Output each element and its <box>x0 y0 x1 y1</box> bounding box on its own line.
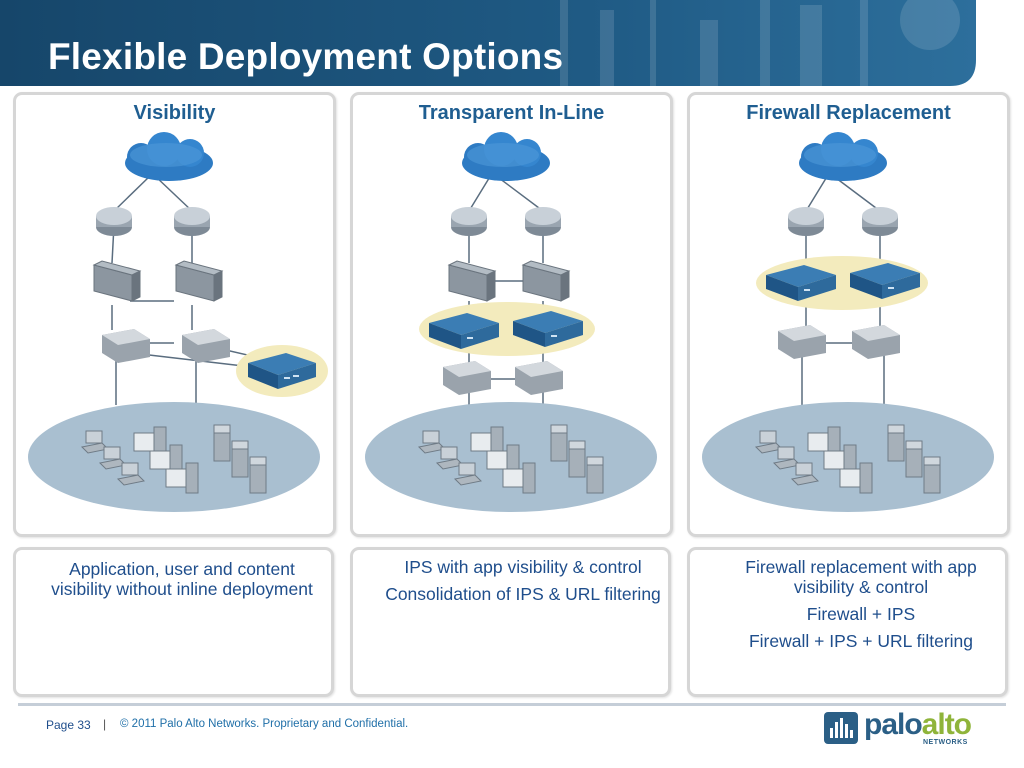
server-icon <box>568 440 586 478</box>
router-icon <box>862 207 898 236</box>
footer-divider <box>18 703 1006 706</box>
router-icon <box>451 207 487 236</box>
router-icon <box>788 207 824 236</box>
header-background <box>0 0 976 86</box>
switch-icon <box>515 361 563 395</box>
palo-alto-networks-logo: paloalto NETWORKS <box>824 708 984 752</box>
desktop-pc-icon <box>133 426 167 458</box>
server-icon <box>586 456 604 494</box>
legacy-firewall-icon <box>447 260 497 302</box>
desktop-pc-icon <box>149 444 183 476</box>
server-icon <box>550 424 568 462</box>
visibility-network-diagram <box>28 132 328 512</box>
router-icon <box>96 207 132 236</box>
description-line: Application, user and content visibility… <box>51 559 313 599</box>
laptop-icon <box>116 462 146 486</box>
logo-word-palo: palo <box>864 708 923 741</box>
server-icon <box>231 440 249 478</box>
page-title: Flexible Deployment Options <box>48 36 564 77</box>
firewall-replacement-description: Firewall replacement with app visibility… <box>716 557 1006 658</box>
legacy-firewall-icon <box>521 260 571 302</box>
firewall-replacement-description-panel: Firewall replacement with app visibility… <box>687 547 1008 697</box>
laptop-icon <box>754 430 784 454</box>
switch-icon <box>443 361 491 395</box>
panel-title-transparent-inline: Transparent In-Line <box>418 102 605 124</box>
visibility-description: Application, user and content visibility… <box>50 559 314 606</box>
internet-cloud-icon <box>799 132 887 181</box>
router-icon <box>525 207 561 236</box>
internet-cloud-icon <box>462 132 550 181</box>
visibility-diagram-panel: Visibility <box>13 92 336 537</box>
legacy-firewall-icon <box>92 260 142 302</box>
firewall-replacement-network-diagram <box>702 132 994 512</box>
desktop-pc-icon <box>470 426 504 458</box>
visibility-description-panel: Application, user and content visibility… <box>13 547 334 697</box>
slide-header: Flexible Deployment Options <box>0 0 1024 90</box>
laptop-icon <box>417 430 447 454</box>
logo-tagline: NETWORKS <box>923 739 968 746</box>
panel-title-visibility: Visibility <box>133 102 216 124</box>
palo-alto-firewall-icon <box>766 265 836 301</box>
desktop-pc-icon <box>839 462 873 494</box>
footer-separator: | <box>103 717 107 731</box>
internet-cloud-icon <box>125 132 213 181</box>
switch-icon <box>182 329 230 363</box>
logo-word-alto: alto <box>921 708 972 741</box>
desktop-pc-icon <box>807 426 841 458</box>
server-icon <box>905 440 923 478</box>
logo-mark-icon <box>824 712 858 744</box>
laptop-icon <box>790 462 820 486</box>
description-line: Consolidation of IPS & URL filtering <box>385 584 661 604</box>
switch-icon <box>778 325 826 359</box>
page-number: Page 33 <box>46 718 91 732</box>
switch-icon <box>852 325 900 359</box>
laptop-icon <box>98 446 128 470</box>
transparent-inline-diagram-panel: Transparent In-Line <box>350 92 673 537</box>
palo-alto-firewall-icon <box>513 311 583 347</box>
transparent-inline-description: IPS with app visibility & control Consol… <box>373 557 673 611</box>
description-line: Firewall + IPS + URL filtering <box>748 631 973 651</box>
transparent-inline-network-diagram <box>365 132 657 512</box>
desktop-pc-icon <box>165 462 199 494</box>
palo-alto-firewall-icon <box>248 353 316 389</box>
description-line: Firewall + IPS <box>806 604 916 624</box>
switch-icon <box>102 329 150 363</box>
desktop-pc-icon <box>486 444 520 476</box>
server-icon <box>923 456 941 494</box>
firewall-replacement-diagram-panel: Firewall Replacement <box>687 92 1010 537</box>
legacy-firewall-icon <box>174 260 224 302</box>
desktop-pc-icon <box>502 462 536 494</box>
description-line: IPS with app visibility & control <box>404 557 642 577</box>
copyright-notice: © 2011 Palo Alto Networks. Proprietary a… <box>120 718 409 730</box>
router-icon <box>174 207 210 236</box>
server-icon <box>213 424 231 462</box>
transparent-inline-description-panel: IPS with app visibility & control Consol… <box>350 547 671 697</box>
palo-alto-firewall-icon <box>850 263 920 299</box>
laptop-icon <box>453 462 483 486</box>
server-icon <box>249 456 267 494</box>
server-icon <box>887 424 905 462</box>
palo-alto-firewall-icon <box>429 313 499 349</box>
logo-wordmark: paloalto <box>864 708 972 742</box>
description-line: Firewall replacement with app visibility… <box>745 557 977 597</box>
panel-title-firewall-replacement: Firewall Replacement <box>746 102 951 124</box>
